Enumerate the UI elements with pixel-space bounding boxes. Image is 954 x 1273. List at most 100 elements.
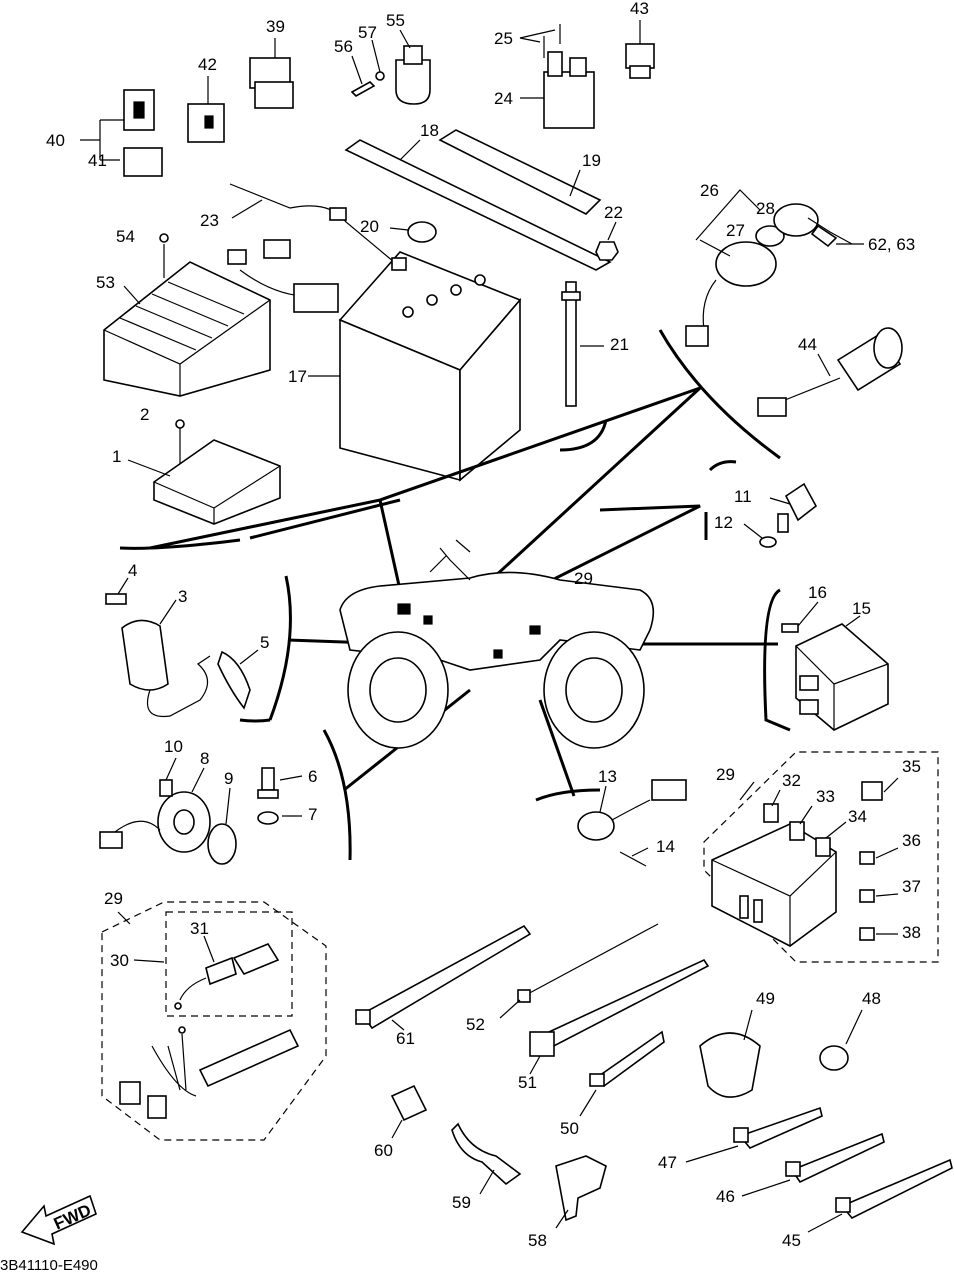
clamp-49 <box>699 1009 761 1098</box>
label-49: 49 <box>756 989 775 1008</box>
label-13: 13 <box>598 767 617 786</box>
label-29-fuse-box: 29 <box>716 765 735 784</box>
clamp-47 <box>685 1106 823 1163</box>
clamp-45 <box>807 1158 953 1233</box>
label-59: 59 <box>452 1193 471 1212</box>
label-42: 42 <box>198 55 217 74</box>
bolt-21 <box>561 281 604 407</box>
unit-15 <box>781 601 889 731</box>
cable-tie-51 <box>529 958 710 1075</box>
diagram-code: 3B41110-E490 <box>0 1257 98 1273</box>
label-2: 2 <box>140 405 149 424</box>
label-15: 15 <box>852 599 871 618</box>
sensor-13 <box>577 779 687 867</box>
pickup-coil-8 <box>99 757 237 865</box>
atv-vehicle <box>339 539 655 749</box>
label-38: 38 <box>902 923 921 942</box>
clamp-60 <box>390 1084 428 1139</box>
starter-relay-24 <box>519 24 595 129</box>
lead-wire-23 <box>229 183 407 271</box>
label-9: 9 <box>224 769 233 788</box>
label-19: 19 <box>582 151 601 170</box>
label-3: 3 <box>178 587 187 606</box>
fuse-box-29 <box>703 751 939 963</box>
clamp-58 <box>555 1155 607 1229</box>
label-21: 21 <box>610 335 629 354</box>
label-14: 14 <box>656 837 675 856</box>
label-29-harness: 29 <box>104 889 123 908</box>
label-5: 5 <box>260 633 269 652</box>
label-35: 35 <box>902 757 921 776</box>
label-17: 17 <box>288 367 307 386</box>
label-45: 45 <box>782 1231 801 1250</box>
label-1: 1 <box>112 447 121 466</box>
label-11: 11 <box>734 487 752 506</box>
label-46: 46 <box>716 1187 735 1206</box>
label-36: 36 <box>902 831 921 850</box>
rectifier-regulator-53 <box>103 233 339 397</box>
label-53: 53 <box>96 273 115 292</box>
label-60: 60 <box>374 1141 393 1160</box>
label-52: 52 <box>466 1015 485 1034</box>
label-12: 12 <box>714 513 733 532</box>
label-57: 57 <box>358 23 377 42</box>
label-25: 25 <box>494 29 513 48</box>
label-47: 47 <box>658 1153 677 1172</box>
relay-43 <box>625 20 655 79</box>
switch-11 <box>743 482 818 548</box>
label-26: 26 <box>700 181 719 200</box>
label-40: 40 <box>46 131 65 150</box>
label-39: 39 <box>266 17 285 36</box>
relay-39 <box>249 38 294 109</box>
label-6: 6 <box>308 767 317 786</box>
label-30: 30 <box>110 951 129 970</box>
label-51: 51 <box>518 1073 537 1092</box>
sensor-6 <box>257 767 303 825</box>
battery-17 <box>308 251 522 482</box>
label-56: 56 <box>334 37 353 56</box>
label-50: 50 <box>560 1119 579 1138</box>
label-22: 22 <box>604 203 623 222</box>
clamp-59 <box>451 1122 522 1195</box>
label-31: 31 <box>190 919 209 938</box>
label-8: 8 <box>200 749 209 768</box>
cable-tie-61 <box>355 924 532 1031</box>
label-61: 61 <box>396 1029 415 1048</box>
relay-bracket-55 <box>350 29 431 105</box>
label-29-atv: 29 <box>574 569 593 588</box>
cable-tie-50 <box>579 1030 665 1117</box>
label-32: 32 <box>782 771 801 790</box>
relay-assembly-40 <box>80 89 163 177</box>
label-58: 58 <box>528 1231 547 1250</box>
label-55: 55 <box>386 11 405 30</box>
label-7: 7 <box>308 805 317 824</box>
label-37: 37 <box>902 877 921 896</box>
label-43: 43 <box>630 0 649 18</box>
part-labels: 1 2 3 4 5 6 7 8 9 10 11 12 13 14 15 16 1… <box>46 0 921 1250</box>
label-54: 54 <box>116 227 135 246</box>
label-27: 27 <box>726 221 745 240</box>
label-28: 28 <box>756 199 775 218</box>
label-4: 4 <box>128 561 137 580</box>
ignition-coil-3 <box>105 577 259 718</box>
label-10: 10 <box>164 737 183 756</box>
label-34: 34 <box>848 807 867 826</box>
label-62-63: 62, 63 <box>868 235 915 254</box>
cdi-unit-1 <box>127 419 281 525</box>
clamp-46 <box>741 1132 885 1197</box>
label-20: 20 <box>360 217 379 236</box>
label-16: 16 <box>808 583 827 602</box>
label-18: 18 <box>420 121 439 140</box>
label-23: 23 <box>200 211 219 230</box>
wire-harness-29 <box>101 901 327 1141</box>
label-24: 24 <box>494 89 513 108</box>
battery-band-18 <box>344 129 612 271</box>
label-41: 41 <box>88 151 107 170</box>
label-44: 44 <box>798 335 817 354</box>
power-socket-44 <box>757 327 903 417</box>
label-48: 48 <box>862 989 881 1008</box>
cable-tie-52 <box>499 923 659 1019</box>
label-33: 33 <box>816 787 835 806</box>
rubber-damper-20 <box>389 221 437 243</box>
